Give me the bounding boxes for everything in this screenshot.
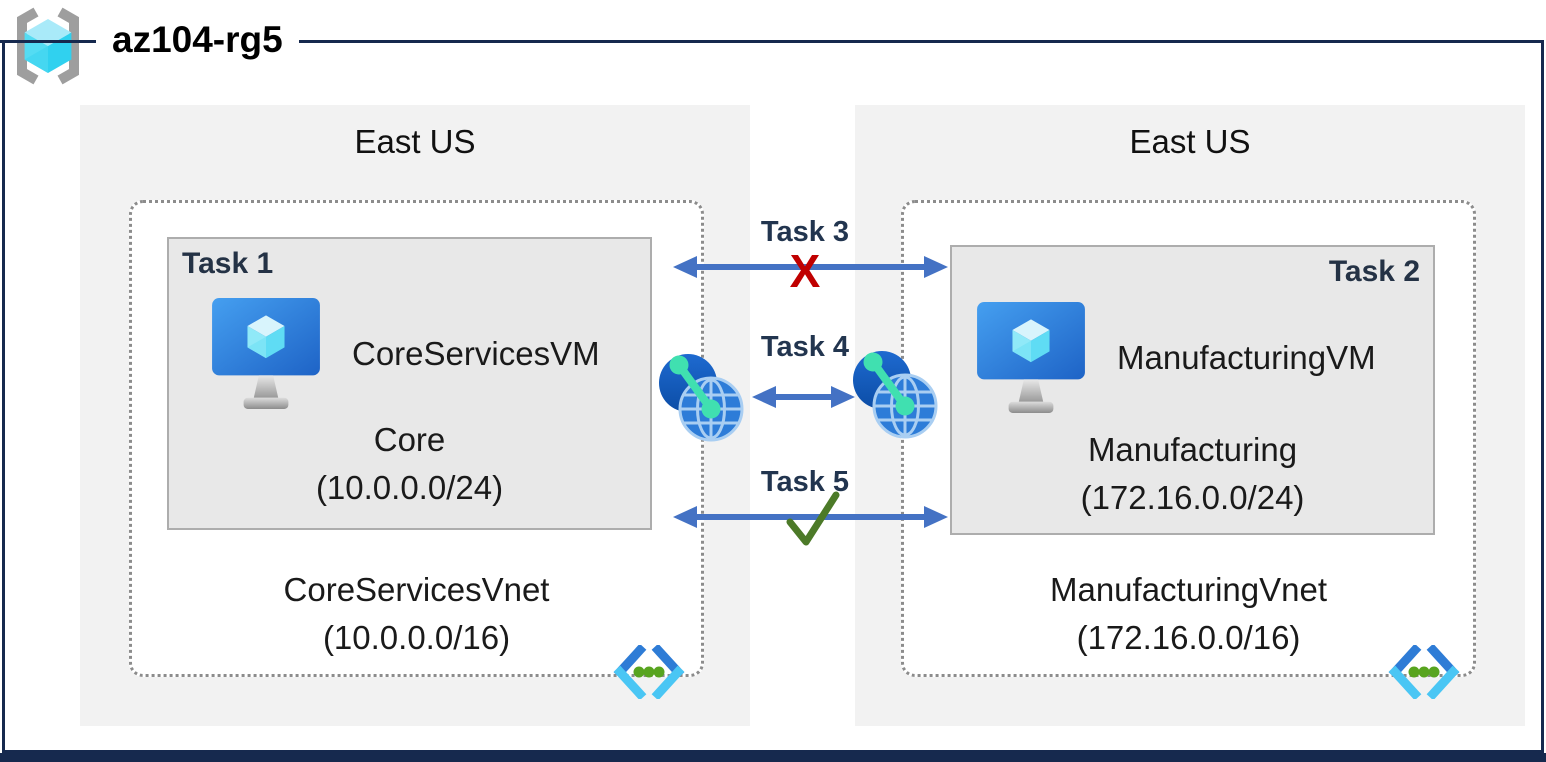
subnet-name-text: Manufacturing [1087, 431, 1298, 468]
vm-row-manufacturing: ManufacturingVM [975, 300, 1376, 416]
connections-overlay [640, 256, 948, 546]
vnet-cidr-text: (10.0.0.0/16) [322, 618, 511, 656]
task5-arrow [673, 506, 948, 528]
subnet-name-text: Core [373, 421, 446, 458]
vm-name-coreservices: CoreServicesVM [352, 335, 600, 372]
resource-group-border [2, 40, 1544, 753]
task4-label: Task 4 [760, 331, 850, 363]
virtual-network-icon [613, 645, 685, 699]
task5-label: Task 5 [760, 466, 850, 498]
blocked-x-icon: X [789, 245, 821, 297]
virtual-machine-icon [977, 302, 1085, 413]
vm-name-manufacturing: ManufacturingVM [1117, 339, 1376, 376]
task1-label: Task 1 [182, 247, 274, 280]
subnet-cidr-text: (10.0.0.0/24) [315, 468, 504, 506]
resource-group-icon [17, 7, 79, 85]
vm-row-coreservices: CoreServicesVM [210, 296, 600, 412]
vnet-name-text: ManufacturingVnet [1049, 571, 1327, 608]
task4-arrow [752, 386, 855, 408]
vnet-name-text: CoreServicesVnet [283, 571, 550, 608]
frame-top-line [0, 40, 100, 43]
virtual-machine-icon [212, 298, 320, 409]
task2-label: Task 2 [1328, 255, 1420, 288]
check-icon [786, 491, 840, 546]
subnet-cidr-text: (172.16.0.0/24) [1080, 478, 1305, 516]
resource-group-title: az104-rg5 [96, 14, 299, 66]
vnet-label-manufacturing: ManufacturingVnet (172.16.0.0/16) [901, 566, 1476, 662]
subnet-label-core: Core (10.0.0.0/24) [167, 416, 652, 512]
subnet-label-manufacturing: Manufacturing (172.16.0.0/24) [950, 426, 1435, 522]
bottom-accent-bar [0, 753, 1546, 762]
region-title-left: East US [354, 123, 476, 160]
task3-arrow [673, 256, 948, 278]
vnet-cidr-text: (172.16.0.0/16) [1076, 618, 1301, 656]
subnet-box-core [167, 237, 652, 530]
virtual-network-icon [1388, 645, 1460, 699]
task3-label: Task 3 [760, 216, 850, 248]
region-title-right: East US [1129, 123, 1251, 160]
vnet-peering-icon-left [659, 354, 742, 440]
vnet-label-coreservices: CoreServicesVnet (10.0.0.0/16) [129, 566, 704, 662]
